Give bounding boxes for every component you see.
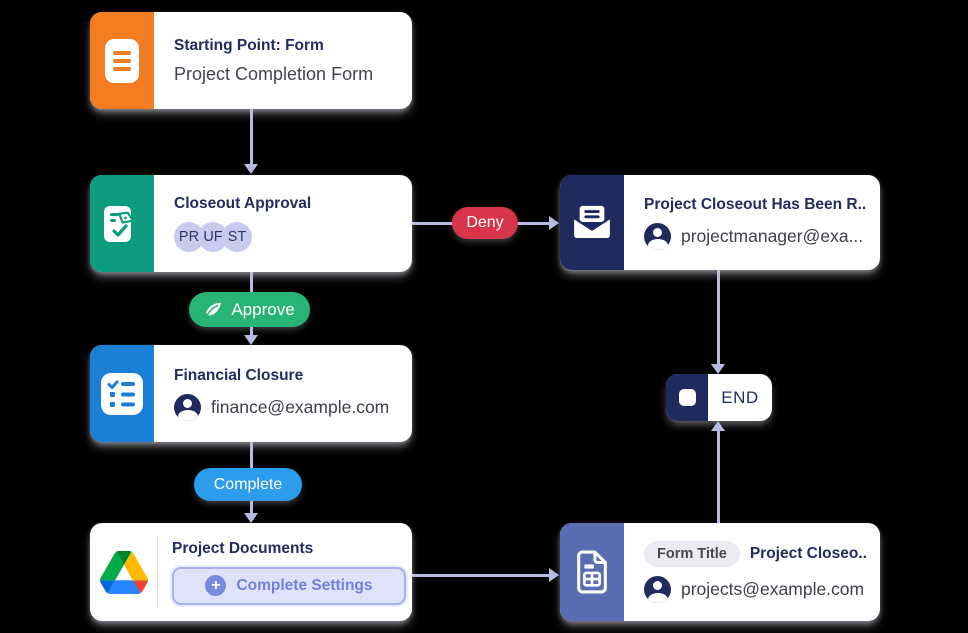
- node-title: Starting Point: Form: [174, 36, 324, 54]
- node-title: Project Closeo...: [749, 545, 866, 562]
- form-document-icon: [573, 549, 611, 595]
- arrowhead-up-icon: [711, 421, 725, 431]
- complete-settings-label: Complete Settings: [236, 576, 373, 594]
- connector-email-to-end: [717, 270, 720, 364]
- approve-branch-badge[interactable]: Approve: [189, 292, 310, 327]
- node-email-notification[interactable]: Project Closeout Has Been R... projectma…: [560, 175, 880, 270]
- person-avatar-icon: [174, 393, 201, 421]
- email-envelope-icon: [570, 204, 614, 242]
- end-accent-panel: [666, 374, 708, 421]
- recipient-email: projects@example.com: [681, 579, 865, 599]
- connector-documents-to-form: [412, 574, 549, 577]
- stop-square-icon: [678, 389, 696, 406]
- arrowhead-down-icon: [711, 364, 725, 374]
- plus-icon: [205, 575, 227, 596]
- recipient-email: projectmanager@exa...: [681, 225, 864, 246]
- arrowhead-right-icon: [549, 216, 559, 230]
- quill-pen-icon: [204, 301, 223, 318]
- deny-label: Deny: [466, 214, 504, 231]
- node-title: Closeout Approval: [174, 195, 312, 212]
- node-accent-panel: [90, 345, 154, 442]
- checklist-icon: [101, 372, 143, 415]
- arrowhead-down-icon: [244, 335, 258, 345]
- complete-settings-button[interactable]: Complete Settings: [172, 566, 406, 605]
- node-starting-point-form[interactable]: Starting Point: Form Project Completion …: [90, 12, 412, 109]
- form-icon: [105, 38, 139, 83]
- end-label: END: [721, 387, 759, 407]
- approver-chip[interactable]: ST: [222, 222, 252, 252]
- form-title-field-label: Form Title: [644, 541, 740, 567]
- node-icon-panel: [90, 523, 158, 621]
- approver-chip[interactable]: PR: [174, 222, 204, 252]
- node-end[interactable]: END: [666, 374, 772, 421]
- approve-label: Approve: [231, 299, 295, 319]
- node-project-documents[interactable]: Project Documents Complete Settings: [90, 523, 412, 621]
- complete-branch-badge[interactable]: Complete: [194, 468, 302, 501]
- node-title: Project Documents: [172, 539, 314, 557]
- connector-form-to-end: [717, 431, 720, 523]
- person-avatar-icon: [644, 222, 671, 250]
- connector-start-to-approval: [250, 109, 253, 165]
- approver-avatars: PR UF ST: [174, 222, 398, 252]
- node-closeout-approval[interactable]: Closeout Approval PR UF ST: [90, 175, 412, 272]
- node-accent-panel: [90, 175, 154, 272]
- form-name: Project Completion Form: [174, 63, 374, 84]
- complete-label: Complete: [213, 475, 283, 493]
- deny-branch-badge[interactable]: Deny: [452, 207, 518, 239]
- arrowhead-right-icon: [549, 568, 559, 582]
- arrowhead-down-icon: [244, 513, 258, 523]
- google-drive-icon: [100, 550, 148, 594]
- node-accent-panel: [560, 175, 624, 270]
- node-title: Financial Closure: [174, 366, 304, 384]
- recipient-email: finance@example.com: [211, 396, 390, 417]
- person-avatar-icon: [644, 576, 671, 603]
- approval-pen-icon: [101, 203, 143, 245]
- node-title: Project Closeout Has Been R...: [644, 195, 866, 213]
- arrowhead-down-icon: [244, 164, 258, 174]
- node-financial-closure[interactable]: Financial Closure finance@example.com: [90, 345, 412, 442]
- node-accent-panel: [560, 523, 624, 621]
- node-accent-panel: [90, 12, 154, 109]
- node-closeout-form[interactable]: Form Title Project Closeo... projects@ex…: [560, 523, 880, 621]
